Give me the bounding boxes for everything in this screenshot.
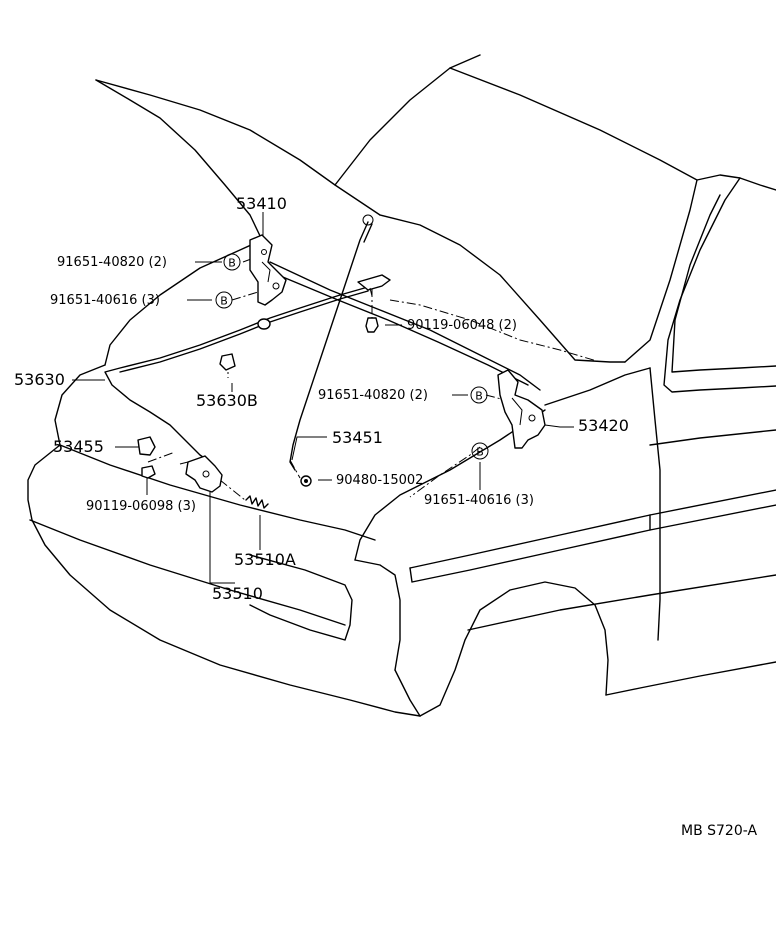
label-90119-06048: 90119-06048 (2)	[407, 318, 517, 333]
label-53630b: 53630B	[196, 391, 258, 410]
bolt-marker-b-1-text: B	[228, 257, 236, 270]
label-53410: 53410	[236, 194, 287, 213]
bolt-marker-b-1: B	[223, 253, 241, 271]
label-91651-40616-right: 91651-40616 (3)	[424, 493, 534, 508]
label-91651-40820-left: 91651-40820 (2)	[57, 255, 167, 270]
cable-grommet	[257, 318, 271, 330]
bolt-marker-b-2-text: B	[220, 295, 228, 308]
bolt-marker-b-4: B	[471, 442, 489, 460]
hood-support-rod	[289, 214, 374, 471]
bolt-marker-b-4-text: B	[476, 446, 484, 459]
diagram-code: MB S720-A	[681, 823, 758, 839]
label-53451: 53451	[332, 428, 383, 447]
label-91651-40820-right: 91651-40820 (2)	[318, 388, 428, 403]
cable-clamp-53630b	[219, 353, 236, 371]
bolt-marker-b-2: B	[215, 291, 233, 309]
label-53510: 53510	[212, 584, 263, 603]
label-53630: 53630	[14, 370, 65, 389]
label-53455: 53455	[53, 437, 104, 456]
label-53420: 53420	[578, 416, 629, 435]
vehicle-body-outline	[27, 54, 776, 717]
hood-hinge-left	[249, 234, 287, 306]
release-cable	[104, 286, 369, 463]
hood-hinge-right	[497, 369, 546, 449]
bolt-marker-b-3-text: B	[475, 390, 483, 403]
spring-53510a	[245, 495, 269, 509]
latch-53510	[179, 455, 223, 493]
bolt-marker-b-3: B	[470, 386, 488, 404]
hood-cross-member	[269, 261, 541, 391]
label-90480-15002: 90480-15002	[336, 473, 424, 488]
label-91651-40616-left: 91651-40616 (3)	[50, 293, 160, 308]
label-90119-06098: 90119-06098 (3)	[86, 499, 196, 514]
bolt-90119-06098	[141, 465, 156, 479]
bolt-90119-06048	[365, 317, 379, 333]
cable-holder-53455	[137, 436, 156, 456]
label-leaders	[72, 212, 574, 584]
hood-stay-clip	[357, 274, 391, 297]
label-53510a: 53510A	[234, 550, 296, 569]
cushion-90480-15002	[300, 475, 312, 487]
leader-lines	[147, 254, 601, 501]
